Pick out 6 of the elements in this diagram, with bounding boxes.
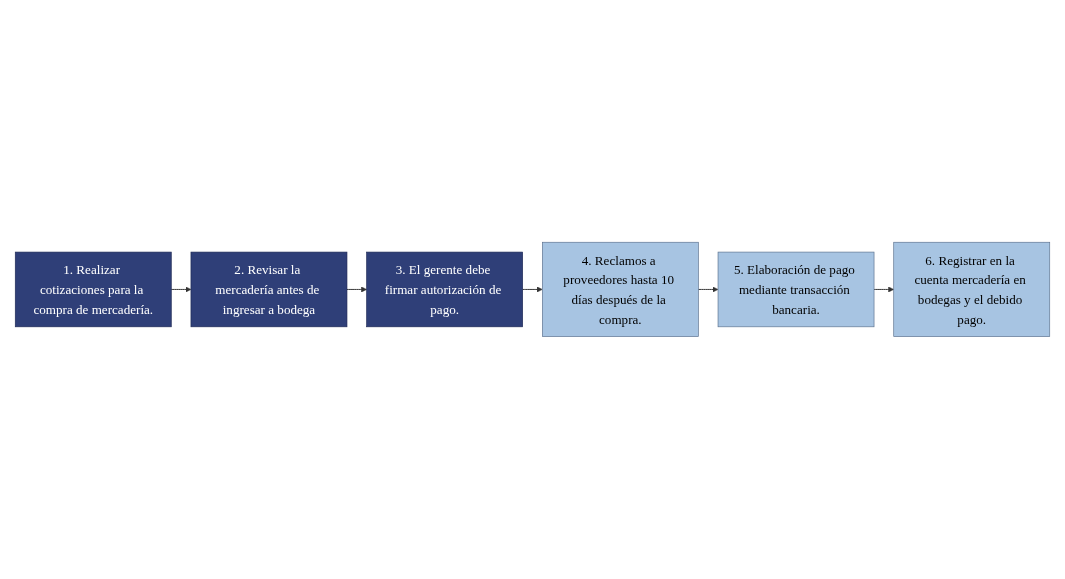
node-box: 4. Reclamos a proveedores hasta 10 días después de la compra. xyxy=(542,241,699,337)
node-box: 3. El gerente debe firmar autorización de pago. xyxy=(366,251,523,328)
node-box: 1. Realizar cotizaciones para la compra de mercadería. xyxy=(14,251,172,328)
node-box: 5. Elaboración de pago mediante transacción bancaria. xyxy=(717,251,875,328)
node-box: 2. Revisar la mercadería antes de ingresar a bodega xyxy=(190,251,348,328)
node-box: 6. Registrar en la cuenta mercadería en bodegas y el debido pago. xyxy=(893,241,1051,337)
